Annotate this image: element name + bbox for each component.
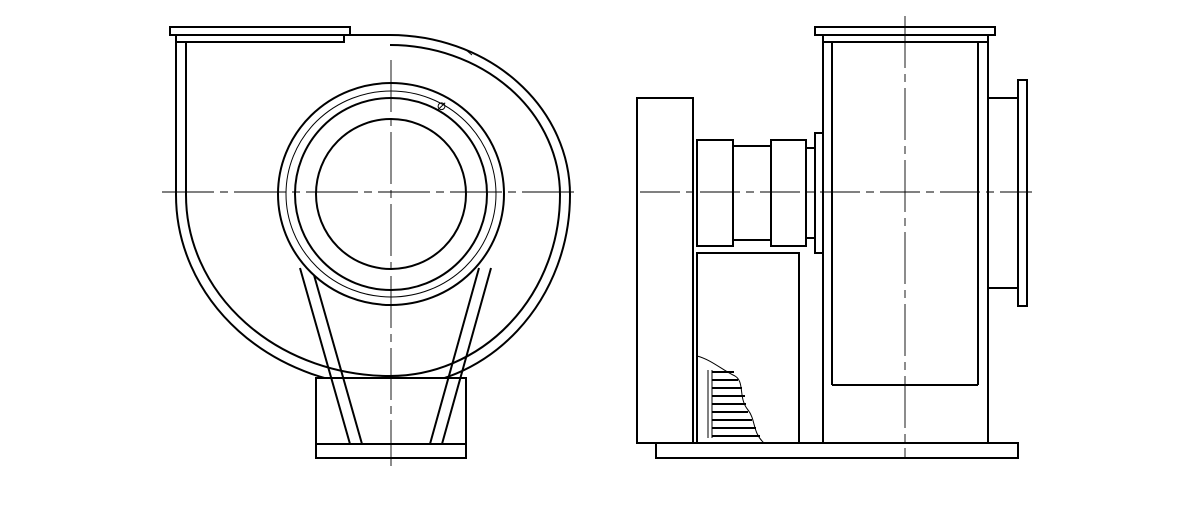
side-view [636,16,1032,459]
inlet-flange [1017,79,1028,307]
side-housing-body [822,41,989,444]
shaft-collar [805,147,816,239]
housing-side-flange [814,132,824,254]
strut-left [299,267,363,445]
inlet-duct [987,97,1019,289]
front-view: ⌀ [162,26,578,466]
volute-inner [185,42,562,378]
cooling-fins [707,370,760,438]
side-base-plate [655,442,1019,459]
strut-right [429,267,492,445]
bolt-hole-mark: ⌀ [437,96,446,114]
outlet-flange [169,26,351,36]
bearing-right [770,139,807,247]
cutaway-break [696,355,765,444]
side-outlet-flange-lower [822,34,989,43]
motor-block [636,97,694,444]
outlet-flange-lower [175,34,345,43]
coupling-hub [732,145,772,241]
volute-outer [175,34,572,389]
bearing-left [696,139,734,247]
motor-pedestal [696,252,800,444]
volute-tongue [465,49,473,56]
